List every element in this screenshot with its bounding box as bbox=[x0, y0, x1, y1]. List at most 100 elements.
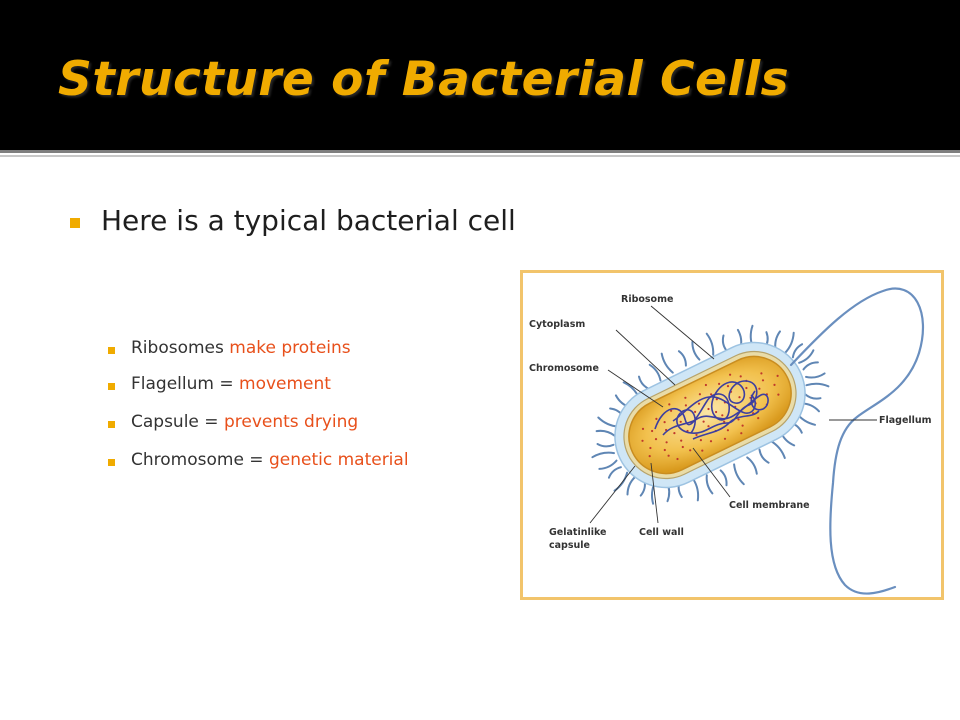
slide-title: Structure of Bacterial Cells bbox=[58, 52, 790, 107]
ribosome-dot bbox=[695, 433, 698, 436]
pilus bbox=[677, 350, 687, 367]
label-capsule-line2: capsule bbox=[549, 540, 590, 551]
ribosome-dot bbox=[655, 417, 658, 420]
ribosome-dot bbox=[737, 418, 740, 421]
ribosome-dot bbox=[665, 441, 668, 444]
sub-bullet-term: Flagellum bbox=[131, 374, 214, 394]
title-divider bbox=[0, 150, 960, 153]
label-cell-membrane: Cell membrane bbox=[729, 500, 810, 511]
ribosome-dot bbox=[738, 396, 741, 399]
ribosome-dot bbox=[710, 393, 713, 396]
sub-bullet-description: prevents drying bbox=[223, 412, 359, 432]
pilus bbox=[595, 429, 616, 437]
pilus bbox=[719, 469, 728, 487]
ribosome-dot bbox=[758, 387, 761, 390]
ribosome-dot bbox=[715, 398, 718, 401]
pilus bbox=[597, 416, 620, 428]
pilus bbox=[705, 474, 714, 495]
pilus bbox=[721, 334, 728, 353]
ribosome-dot bbox=[697, 402, 701, 405]
pilus bbox=[638, 375, 651, 390]
pilus bbox=[805, 372, 826, 379]
ribosome-dot bbox=[726, 385, 730, 388]
pilus bbox=[591, 451, 615, 459]
ribosome-dot bbox=[684, 396, 687, 399]
ribosome-dot bbox=[721, 414, 724, 417]
ribosome-dot bbox=[773, 383, 776, 386]
flagellum bbox=[789, 287, 924, 595]
ribosome-dot bbox=[649, 446, 652, 450]
ribosome-dot bbox=[718, 382, 721, 385]
label-capsule-line1: Gelatinlike bbox=[549, 527, 607, 538]
pilus bbox=[784, 331, 795, 354]
pilus bbox=[758, 448, 770, 464]
pilus bbox=[804, 393, 822, 400]
ribosome-dot bbox=[651, 429, 654, 433]
ribosome-dot bbox=[702, 420, 705, 423]
pilus bbox=[791, 343, 804, 359]
ribosome-dot bbox=[663, 448, 666, 452]
pilus bbox=[705, 332, 715, 356]
chromosome-coils bbox=[654, 380, 769, 440]
ribosome-dot bbox=[704, 383, 707, 387]
ribosome-dot bbox=[684, 404, 687, 407]
pilus bbox=[660, 352, 674, 374]
label-cytoplasm: Cytoplasm bbox=[529, 319, 585, 330]
ribosome-dot bbox=[680, 439, 683, 442]
label-leader-lines bbox=[589, 305, 877, 524]
pilus bbox=[598, 459, 618, 470]
label-flagellum: Flagellum bbox=[879, 415, 932, 426]
sub-bullet-marker bbox=[108, 347, 115, 354]
sub-bullet-description: movement bbox=[239, 374, 331, 394]
pilus bbox=[613, 471, 629, 492]
ribosome-dot bbox=[701, 449, 704, 452]
ribosome-dot bbox=[654, 438, 658, 441]
ribosome-dot bbox=[741, 424, 744, 427]
ribosome-dot bbox=[715, 410, 718, 414]
pilus bbox=[626, 476, 636, 496]
ribosome-dot bbox=[648, 455, 651, 458]
ribosome-dot bbox=[707, 407, 710, 411]
ribosome-dot bbox=[641, 439, 644, 442]
pilus bbox=[769, 440, 786, 459]
pilus bbox=[692, 477, 700, 502]
ribosome-dot bbox=[667, 454, 670, 457]
sub-bullet-marker bbox=[108, 383, 115, 390]
sub-bullet-term: Ribosomes bbox=[131, 338, 224, 358]
sub-bullet-marker bbox=[108, 421, 115, 428]
ribosome-dot bbox=[699, 439, 702, 442]
sub-bullet-connector: = bbox=[213, 374, 240, 394]
pilus bbox=[691, 340, 701, 361]
ribosome-dot bbox=[723, 437, 727, 440]
ribosome-dot bbox=[707, 425, 710, 428]
sub-bullet-description: genetic material bbox=[268, 450, 409, 470]
sub-bullet-connector: = bbox=[198, 412, 224, 432]
pilus bbox=[648, 363, 662, 382]
ribosome-dot bbox=[663, 421, 666, 424]
ribosome-dot bbox=[776, 374, 779, 377]
cell-body bbox=[614, 341, 806, 489]
title-bar bbox=[0, 0, 960, 150]
ribosome-dot bbox=[670, 409, 673, 412]
ribosome-dot bbox=[668, 403, 671, 406]
cytoplasm bbox=[628, 355, 792, 475]
ribosome-dot bbox=[726, 429, 729, 432]
label-cell-wall: Cell wall bbox=[639, 527, 684, 538]
pilus bbox=[798, 349, 815, 364]
pilus bbox=[733, 463, 745, 486]
bacterial-cell-diagram: Ribosome Cytoplasm Chromosome Flagellum … bbox=[520, 270, 944, 600]
ribosome-dot bbox=[745, 386, 748, 390]
sub-bullet-term: Capsule bbox=[131, 412, 199, 432]
ribosome-dot bbox=[740, 432, 743, 435]
pilus bbox=[607, 466, 622, 479]
ribosome-dot bbox=[679, 420, 682, 423]
main-bullet: Here is a typical bacterial cell bbox=[101, 204, 516, 237]
sub-bullet-connector: = bbox=[243, 450, 269, 470]
pilus bbox=[596, 443, 615, 448]
label-chromosome: Chromosome bbox=[529, 363, 599, 374]
bacterial-cell-illustration: Ribosome Cytoplasm Chromosome Flagellum … bbox=[529, 287, 932, 595]
ribosome-dot bbox=[698, 393, 701, 396]
ribosome-dot bbox=[760, 372, 763, 375]
label-ribosome: Ribosome bbox=[621, 294, 673, 305]
ribosome-dot bbox=[777, 393, 780, 396]
